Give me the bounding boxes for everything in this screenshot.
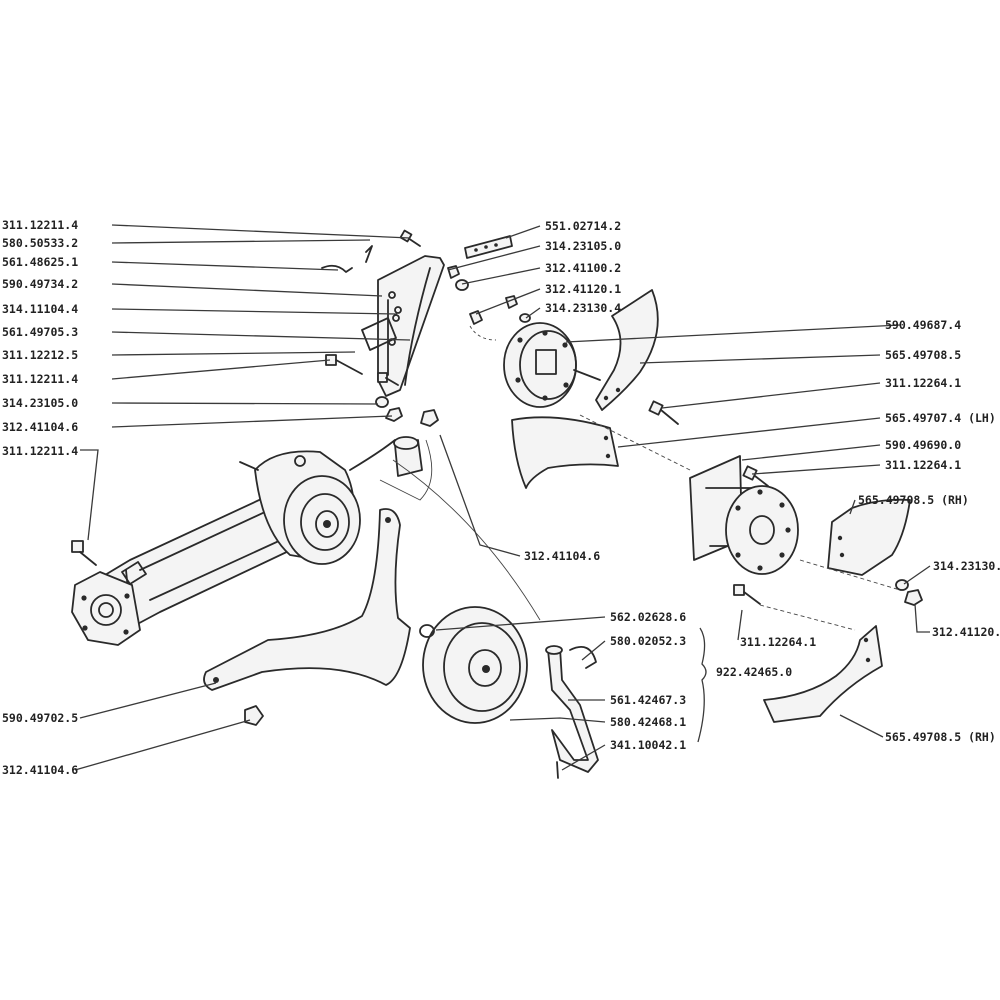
upright-bracket (361, 255, 445, 397)
label-565-49707-4-lh: 565.49707.4 (LH) (885, 411, 996, 425)
label-314-23105-0: 314.23105.0 (545, 239, 621, 253)
label-580-02052-3: 580.02052.3 (610, 634, 686, 648)
label-312-41104-6: 312.41104.6 (2, 763, 78, 777)
lh-tine (511, 416, 619, 489)
upper-hub (503, 322, 601, 408)
label-590-49690-0: 590.49690.0 (885, 438, 961, 452)
label-314-23105-0: 314.23105.0 (2, 396, 78, 410)
label-311-12211-4: 311.12211.4 (2, 218, 78, 232)
wheel-bracket (545, 645, 599, 779)
label-311-12211-4: 311.12211.4 (2, 372, 78, 386)
assembly-lines (379, 325, 901, 631)
label-312-41104-6: 312.41104.6 (2, 420, 78, 434)
label-312-41104-6: 312.41104.6 (524, 549, 600, 563)
label-312-41100-2: 312.41100.2 (545, 261, 621, 275)
label-311-12212-5: 311.12212.5 (2, 348, 78, 362)
label-314-23130-4: 314.23130.4 (545, 301, 621, 315)
label-565-49708-5-rh: 565.49708.5 (RH) (885, 730, 996, 744)
label-561-42467-3: 561.42467.3 (610, 693, 686, 707)
label-561-48625-1: 561.48625.1 (2, 255, 78, 269)
support-arm (203, 508, 411, 691)
rh-tine-lower (763, 625, 883, 723)
upper-tine (595, 289, 659, 411)
part-labels: 311.12211.4 580.50533.2 561.48625.1 590.… (2, 218, 1000, 777)
leader-lines (74, 224, 931, 771)
label-580-42468-1: 580.42468.1 (610, 715, 686, 729)
label-312-41120-1: 312.41120.1 (932, 625, 1000, 639)
label-311-12264-1: 311.12264.1 (740, 635, 816, 649)
label-565-49708-5-rh: 565.49708.5 (RH) (858, 493, 969, 507)
label-590-49702-5: 590.49702.5 (2, 711, 78, 725)
label-341-10042-1: 341.10042.1 (610, 738, 686, 752)
label-565-49708-5: 565.49708.5 (885, 348, 961, 362)
label-580-50533-2: 580.50533.2 (2, 236, 78, 250)
label-561-49705-3: 561.49705.3 (2, 325, 78, 339)
label-314-11104-4: 314.11104.4 (2, 302, 78, 316)
label-311-12264-1: 311.12264.1 (885, 376, 961, 390)
transport-wheel (419, 606, 528, 724)
lower-hub (689, 455, 799, 575)
label-312-41120-1: 312.41120.1 (545, 282, 621, 296)
label-562-02628-6: 562.02628.6 (610, 610, 686, 624)
rh-tine-upper (827, 498, 911, 576)
label-922-42465-0: 922.42465.0 (716, 665, 792, 679)
label-311-12211-4: 311.12211.4 (2, 444, 78, 458)
label-590-49734-2: 590.49734.2 (2, 277, 78, 291)
label-551-02714-2: 551.02714.2 (545, 219, 621, 233)
depth-stake (321, 235, 513, 273)
axle-housing (71, 436, 423, 646)
label-590-49687-4: 590.49687.4 (885, 318, 961, 332)
fasteners (71, 229, 923, 726)
label-314-23130-4: 314.23130.4 (933, 559, 1000, 573)
label-311-12264-1: 311.12264.1 (885, 458, 961, 472)
